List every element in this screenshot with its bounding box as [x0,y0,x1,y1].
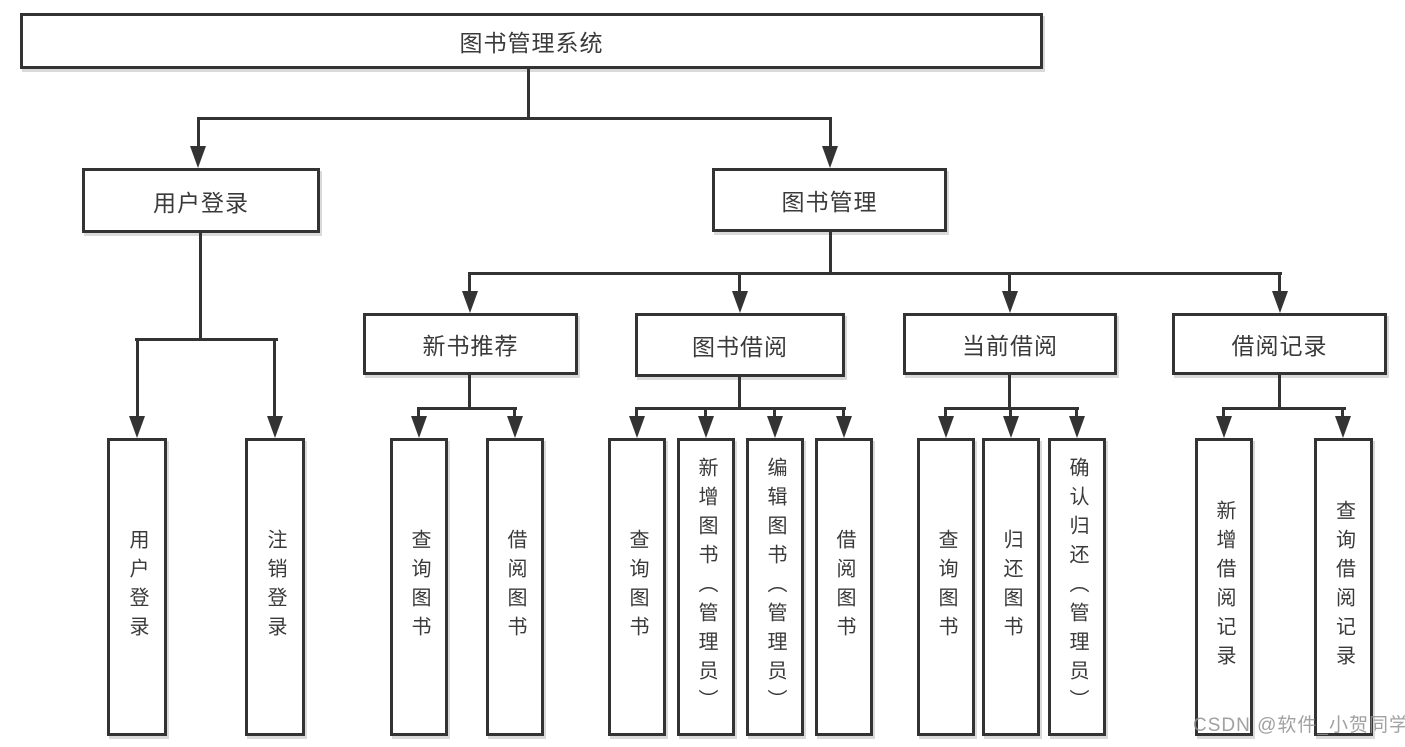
edge-group-b-rail [417,407,517,410]
edge-drop-c4 [842,407,845,417]
node-leaf-confirm-return-admin-label: 确认归还（管理员） [1066,456,1088,718]
edge-new-book-stem [468,375,471,407]
edge-borrow-records-stem [1278,375,1281,407]
node-leaf-user-login-label: 用户登录 [126,529,148,645]
arrow-c3 [767,416,783,438]
node-borrow-records-label: 借阅记录 [1231,333,1328,359]
arrow-e1 [1216,416,1232,438]
node-leaf-borrow-query: 查询图书 [608,438,666,736]
node-current-borrow: 当前借阅 [903,313,1117,375]
edge-drop-new-book [468,272,471,291]
node-leaf-newbook-borrow-label: 借阅图书 [504,529,526,645]
edge-level2-rail [197,117,832,120]
node-leaf-user-login: 用户登录 [107,438,167,736]
arrow-c2 [698,416,714,438]
node-leaf-return-book: 归还图书 [982,438,1040,736]
node-leaf-add-borrow-record: 新增借阅记录 [1195,438,1253,736]
edge-drop-b1 [417,407,420,417]
edge-group-e-rail [1222,407,1346,410]
node-leaf-query-borrow-record: 查询借阅记录 [1314,438,1373,736]
node-current-borrow-label: 当前借阅 [962,333,1058,359]
arrow-c4 [836,416,852,438]
edge-user-children-rail [135,338,278,341]
edge-drop-c1 [635,407,638,417]
arrow-book-management [822,146,838,168]
node-root-label: 图书管理系统 [459,30,604,56]
node-leaf-newbook-query: 查询图书 [390,438,448,736]
edge-drop-login-leaf [136,338,139,416]
node-book-borrow-label: 图书借阅 [692,334,788,360]
edge-drop-book-borrow [738,272,741,291]
node-leaf-newbook-borrow: 借阅图书 [486,438,544,736]
node-leaf-add-borrow-record-label: 新增借阅记录 [1213,500,1235,674]
node-leaf-newbook-query-label: 查询图书 [408,529,430,645]
edge-book-management-stem [829,232,832,272]
edge-drop-e2 [1341,407,1344,417]
watermark: CSDN @软件_小贺同学 [1193,715,1405,736]
node-leaf-borrow-book-label: 借阅图书 [833,529,855,645]
node-leaf-logout: 注销登录 [245,438,305,736]
node-borrow-records: 借阅记录 [1172,313,1387,375]
node-leaf-add-book-admin-label: 新增图书（管理员） [695,456,717,718]
edge-drop-borrow-records [1278,272,1281,291]
edge-drop-d3 [1075,407,1078,417]
arrow-user-login [190,146,206,168]
edge-drop-d2 [1009,407,1012,417]
edge-drop-user-login [197,117,200,147]
node-leaf-edit-book-admin: 编辑图书（管理员） [746,438,804,736]
node-book-borrow: 图书借阅 [635,313,845,377]
arrow-b1 [411,416,427,438]
arrow-c1 [629,416,645,438]
node-user-login: 用户登录 [82,168,320,233]
edge-drop-e1 [1222,407,1225,417]
node-leaf-query-borrow-record-label: 查询借阅记录 [1332,500,1355,674]
node-book-management-label: 图书管理 [781,189,878,215]
node-leaf-add-book-admin: 新增图书（管理员） [677,438,735,736]
edge-drop-current-borrow [1008,272,1011,291]
edge-drop-book-management [829,117,832,147]
arrow-d2 [1003,416,1019,438]
node-new-book-recommend-label: 新书推荐 [422,333,519,359]
node-leaf-current-query-label: 查询图书 [935,529,957,645]
edge-current-borrow-stem [1008,375,1011,407]
edge-drop-d1 [944,407,947,417]
arrow-d1 [938,416,954,438]
node-user-login-label: 用户登录 [153,189,249,216]
arrow-d3 [1069,416,1085,438]
node-new-book-recommend: 新书推荐 [363,313,578,375]
edge-book-borrow-stem [738,377,741,407]
arrow-current-borrow [1002,291,1018,313]
node-leaf-edit-book-admin-label: 编辑图书（管理员） [764,456,786,718]
arrow-new-book [462,291,478,313]
arrow-logout-leaf [267,416,283,438]
arrow-login-leaf [129,416,145,438]
arrow-e2 [1335,416,1351,438]
edge-group-c-rail [635,407,846,410]
edge-drop-c3 [773,407,776,417]
edge-user-login-stem [199,233,202,338]
edge-drop-logout-leaf [273,338,276,416]
arrow-book-borrow [732,291,748,313]
edge-drop-c2 [704,407,707,417]
node-book-management: 图书管理 [712,168,947,232]
node-leaf-logout-label: 注销登录 [264,529,286,645]
node-leaf-current-query: 查询图书 [917,438,975,736]
node-leaf-borrow-book: 借阅图书 [815,438,873,736]
node-root: 图书管理系统 [20,13,1043,69]
edge-root-stem [527,69,530,117]
arrow-borrow-records [1272,291,1288,313]
node-leaf-return-book-label: 归还图书 [1000,529,1022,645]
arrow-b2 [507,416,523,438]
edge-level3-rail [468,272,1282,275]
edge-drop-b2 [513,407,516,417]
node-leaf-borrow-query-label: 查询图书 [626,529,648,645]
node-leaf-confirm-return-admin: 确认归还（管理员） [1048,438,1106,736]
